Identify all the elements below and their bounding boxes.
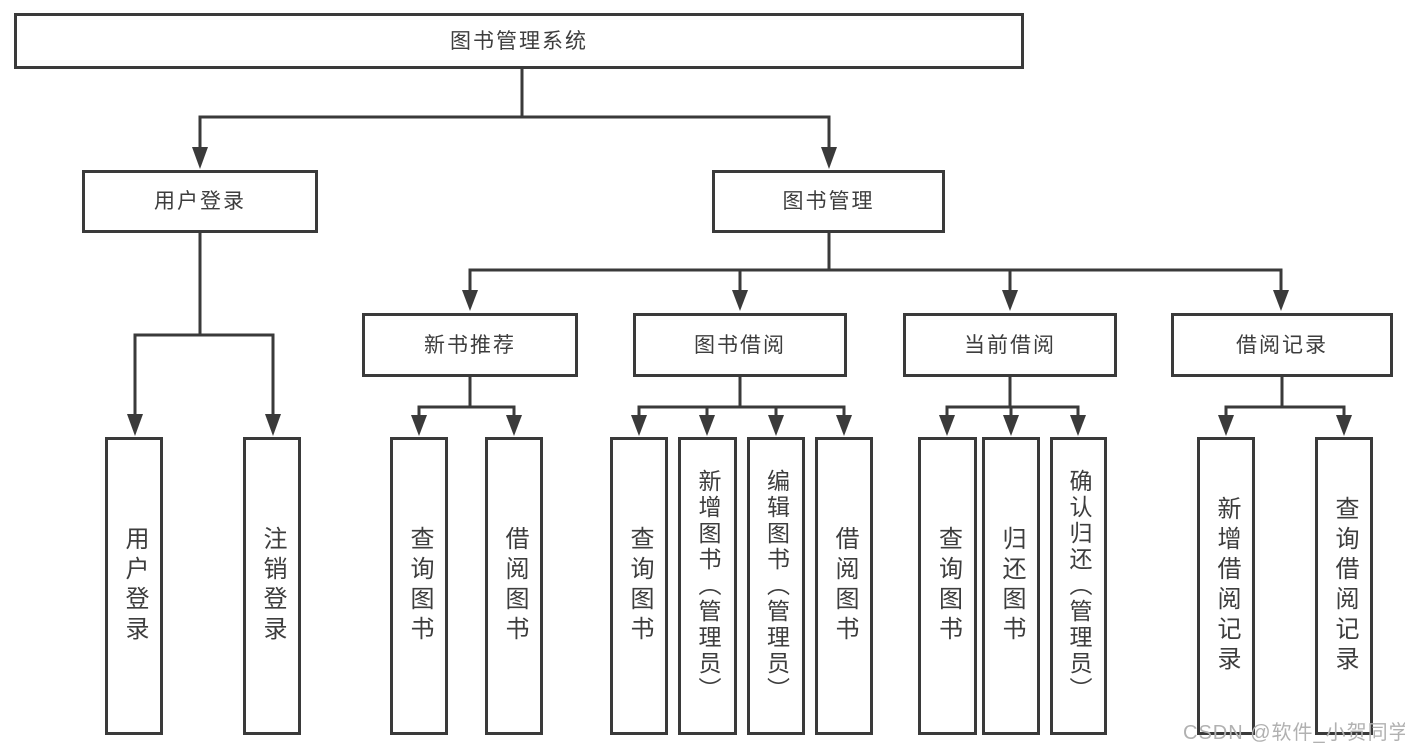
connector-root-to-level2	[198, 69, 831, 149]
leaf-query-borrowing-record: 查询借阅记录	[1315, 437, 1373, 735]
leaf-add-borrowing-record: 新增借阅记录	[1197, 437, 1255, 735]
node-user-login: 用户登录	[82, 170, 318, 233]
leaf-borrow-books-borrowing: 借阅图书	[815, 437, 873, 735]
leaf-user-login: 用户登录	[105, 437, 163, 735]
connector-bookborrow-to-leaves	[637, 377, 846, 417]
node-book-management: 图书管理	[712, 170, 945, 233]
connector-userlogin-to-leaves	[133, 233, 275, 416]
leaf-query-books-current: 查询图书	[918, 437, 977, 735]
connector-borrowrecords-to-leaves	[1224, 377, 1346, 417]
node-book-borrowing: 图书借阅	[633, 313, 847, 377]
connector-newbookrec-to-leaves	[417, 377, 516, 417]
leaf-edit-book-admin: 编辑图书（管理员）	[747, 437, 805, 735]
node-library-management-system: 图书管理系统	[14, 13, 1024, 69]
csdn-watermark: CSDN @软件_小贺同学	[1183, 722, 1405, 744]
connector-currentborrow-to-leaves	[945, 377, 1080, 417]
leaf-confirm-return-admin: 确认归还（管理员）	[1050, 437, 1107, 735]
node-borrowing-records: 借阅记录	[1171, 313, 1393, 377]
leaf-return-books: 归还图书	[982, 437, 1040, 735]
connector-bookmgmt-to-level3	[468, 233, 1283, 292]
leaf-add-book-admin: 新增图书（管理员）	[678, 437, 737, 735]
arrowheads	[127, 147, 1352, 436]
leaf-borrow-books-recommend: 借阅图书	[485, 437, 543, 735]
leaf-logout-login: 注销登录	[243, 437, 301, 735]
node-current-borrowing: 当前借阅	[903, 313, 1117, 377]
leaf-query-books-borrowing: 查询图书	[610, 437, 668, 735]
node-new-book-recommendation: 新书推荐	[362, 313, 578, 377]
leaf-query-books-recommend: 查询图书	[390, 437, 448, 735]
